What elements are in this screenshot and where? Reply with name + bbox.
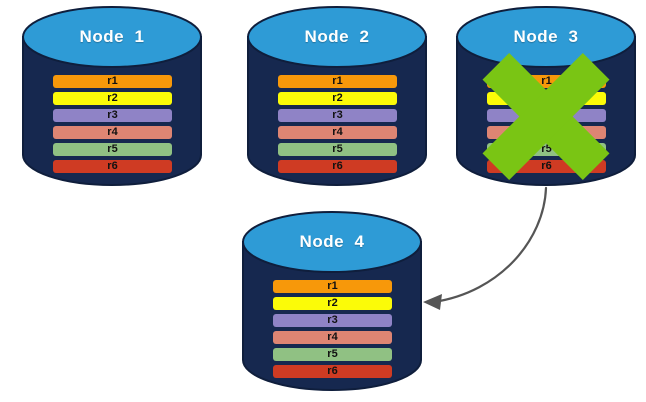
record-bar-label: r3: [332, 109, 343, 121]
record-bar-label: r1: [541, 75, 552, 87]
record-bar-label: r5: [107, 143, 118, 155]
record-bar-label: r5: [327, 348, 338, 360]
record-bar-r4[interactable]: r4: [278, 126, 397, 139]
cylinder-top-ellipse: [22, 6, 202, 68]
record-bar-r6[interactable]: r6: [487, 160, 606, 173]
record-bar-label: r3: [327, 314, 338, 326]
record-bar-r1[interactable]: r1: [53, 75, 172, 88]
record-bar-r4[interactable]: r4: [487, 126, 606, 139]
record-bar-r2[interactable]: r2: [278, 92, 397, 105]
record-bar-label: r6: [107, 160, 118, 172]
record-bar-label: r5: [332, 143, 343, 155]
record-bar-label: r4: [107, 126, 118, 138]
record-bar-r3[interactable]: r3: [273, 314, 392, 327]
arrow-head: [423, 294, 442, 310]
record-bar-stack: r1 r2 r3 r4 r5 r6: [278, 75, 397, 173]
record-bar-label: r4: [332, 126, 343, 138]
record-bar-r3[interactable]: r3: [278, 109, 397, 122]
record-bar-r5[interactable]: r5: [53, 143, 172, 156]
record-bar-r5[interactable]: r5: [273, 348, 392, 361]
record-bar-r1[interactable]: r1: [278, 75, 397, 88]
record-bar-label: r3: [541, 109, 552, 121]
record-bar-r3[interactable]: r3: [487, 109, 606, 122]
cylinder-top-ellipse: [247, 6, 427, 68]
record-bar-r5[interactable]: r5: [487, 143, 606, 156]
arrow-curve: [432, 186, 548, 304]
record-bar-r2[interactable]: r2: [487, 92, 606, 105]
record-bar-label: r6: [332, 160, 343, 172]
record-bar-r1[interactable]: r1: [273, 280, 392, 293]
record-bar-stack: r1 r2 r3 r4 r5 r6: [273, 280, 392, 378]
cylinder-top-ellipse: [456, 6, 636, 68]
record-bar-label: r1: [107, 75, 118, 87]
record-bar-r2[interactable]: r2: [273, 297, 392, 310]
record-bar-r6[interactable]: r6: [278, 160, 397, 173]
record-bar-label: r4: [541, 126, 552, 138]
record-bar-label: r2: [541, 92, 552, 104]
record-bar-stack: r1 r2 r3 r4 r5 r6: [53, 75, 172, 173]
record-bar-label: r2: [107, 92, 118, 104]
record-bar-stack: r1 r2 r3 r4 r5 r6: [487, 75, 606, 173]
record-bar-r6[interactable]: r6: [273, 365, 392, 378]
record-bar-label: r3: [107, 109, 118, 121]
record-bar-r3[interactable]: r3: [53, 109, 172, 122]
record-bar-label: r1: [332, 75, 343, 87]
record-bar-r1[interactable]: r1: [487, 75, 606, 88]
record-bar-label: r5: [541, 143, 552, 155]
record-bar-label: r2: [332, 92, 343, 104]
record-bar-r2[interactable]: r2: [53, 92, 172, 105]
record-bar-r4[interactable]: r4: [273, 331, 392, 344]
record-bar-label: r2: [327, 297, 338, 309]
record-bar-r4[interactable]: r4: [53, 126, 172, 139]
record-bar-label: r4: [327, 331, 338, 343]
record-bar-label: r1: [327, 280, 338, 292]
cylinder-top-ellipse: [242, 211, 422, 273]
record-bar-r6[interactable]: r6: [53, 160, 172, 173]
record-bar-label: r6: [327, 365, 338, 377]
record-bar-r5[interactable]: r5: [278, 143, 397, 156]
record-bar-label: r6: [541, 160, 552, 172]
